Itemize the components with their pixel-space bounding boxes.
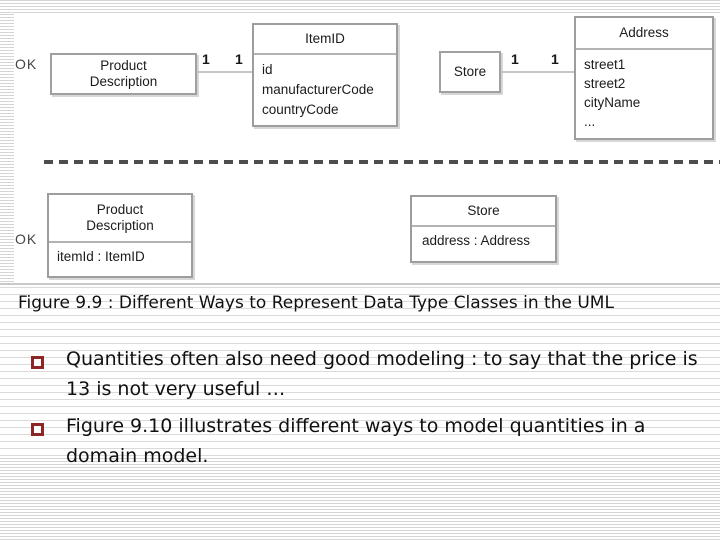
multiplicity-label: 1 xyxy=(551,51,559,67)
class-title-line: Description xyxy=(86,218,154,233)
class-title: Address xyxy=(619,25,669,40)
list-item: Quantities often also need good modeling… xyxy=(0,344,720,404)
class-attribute: countryCode xyxy=(262,102,339,117)
dashed-divider-line xyxy=(44,160,720,164)
class-attribute: itemId : ItemID xyxy=(57,249,145,264)
bullet-list: Quantities often also need good modeling… xyxy=(0,344,720,478)
class-title-line: Product xyxy=(96,202,144,217)
class-attributes: itemId : ItemID xyxy=(49,243,191,270)
multiplicity-label: 1 xyxy=(511,51,519,67)
box-title-line: Description xyxy=(89,74,158,89)
figure-bottom-divider xyxy=(0,283,720,285)
multiplicity-label: 1 xyxy=(202,51,210,67)
class-header: Store xyxy=(412,197,555,227)
class-header: Address xyxy=(576,18,712,50)
class-header: ItemID xyxy=(254,25,396,55)
bullet-text: Quantities often also need good modeling… xyxy=(66,348,698,400)
ok-label-bottom: OK xyxy=(15,231,38,247)
uml-class-product-description-bottom: Product Description itemId : ItemID xyxy=(47,193,193,278)
class-attribute: ... xyxy=(584,114,596,129)
uml-box-store-top: Store xyxy=(439,51,501,93)
uml-box-product-description-top: Product Description xyxy=(50,53,197,95)
association-line-right xyxy=(501,71,574,73)
uml-class-itemid: ItemID id manufacturerCode countryCode xyxy=(252,23,398,127)
class-attribute: manufacturerCode xyxy=(262,82,374,97)
class-attribute: id xyxy=(262,62,273,77)
class-attributes: address : Address xyxy=(412,227,555,254)
box-title-line: Product xyxy=(100,58,147,73)
figure-caption: Figure 9.9 : Different Ways to Represent… xyxy=(18,293,614,313)
stripe-band-left xyxy=(0,14,14,283)
uml-class-address: Address street1 street2 cityName ... xyxy=(574,16,714,140)
box-title-line: Store xyxy=(453,64,487,79)
class-attributes: id manufacturerCode countryCode xyxy=(254,55,396,125)
class-attribute: street2 xyxy=(584,76,626,91)
class-attribute: address : Address xyxy=(422,233,531,248)
stripe-band-top xyxy=(0,0,720,14)
multiplicity-label: 1 xyxy=(235,51,243,67)
stripe-band-bottom xyxy=(0,458,720,540)
class-title: ItemID xyxy=(305,31,345,46)
class-attribute: street1 xyxy=(584,57,626,72)
association-line-left xyxy=(197,71,252,73)
class-attributes: street1 street2 cityName ... xyxy=(576,50,712,136)
class-title: Store xyxy=(467,203,500,218)
class-header: Product Description xyxy=(49,195,191,243)
class-attribute: cityName xyxy=(584,95,641,110)
ok-label-top: OK xyxy=(15,56,38,72)
square-bullet-icon xyxy=(31,423,44,436)
uml-class-store-bottom: Store address : Address xyxy=(410,195,557,263)
stripe-band-middle xyxy=(0,287,720,458)
bullet-text: Figure 9.10 illustrates different ways t… xyxy=(66,415,646,467)
list-item: Figure 9.10 illustrates different ways t… xyxy=(0,411,720,471)
square-bullet-icon xyxy=(31,356,44,369)
